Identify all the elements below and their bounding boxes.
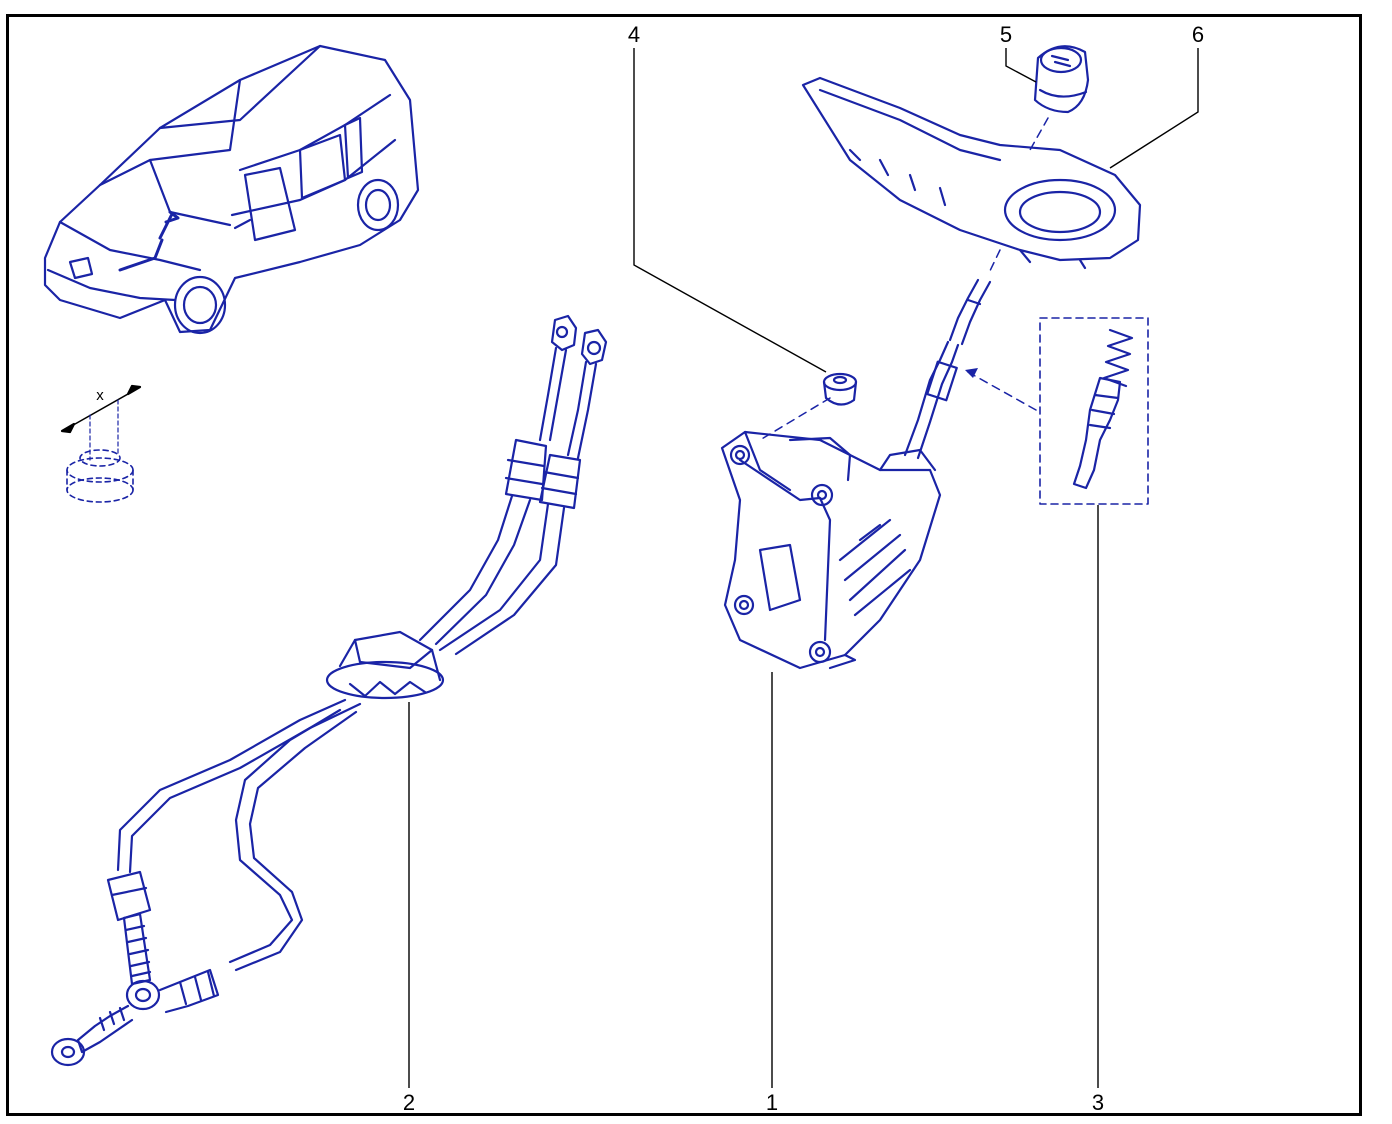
assembly-line-kit xyxy=(967,371,1037,411)
callout-3: 3 xyxy=(1091,1090,1105,1115)
callout-5: 5 xyxy=(999,22,1013,47)
callout-6: 6 xyxy=(1191,22,1205,47)
leader-line-6 xyxy=(1109,48,1199,169)
assembly-line-bezel xyxy=(987,249,1001,276)
gear-lever-housing-icon xyxy=(720,278,992,670)
assembly-line-bushing xyxy=(759,397,831,441)
callout-1: 1 xyxy=(765,1090,779,1115)
gear-knob-icon xyxy=(1033,45,1090,114)
bushing-icon xyxy=(822,372,858,406)
dimension-label: x xyxy=(96,387,104,404)
callout-2: 2 xyxy=(402,1090,416,1115)
dimension-detail-icon xyxy=(60,384,142,503)
diagram-frame xyxy=(6,14,1362,1116)
gear-control-cables-icon xyxy=(50,314,608,1067)
leader-line-5 xyxy=(1005,48,1037,83)
vehicle-illustration-icon xyxy=(43,44,420,335)
console-trim-bezel-icon xyxy=(801,76,1142,270)
leader-line-4 xyxy=(633,48,827,373)
spring-and-pin-kit-icon xyxy=(1039,317,1149,505)
assembly-line-knob xyxy=(1029,117,1049,151)
callout-4: 4 xyxy=(627,22,641,47)
